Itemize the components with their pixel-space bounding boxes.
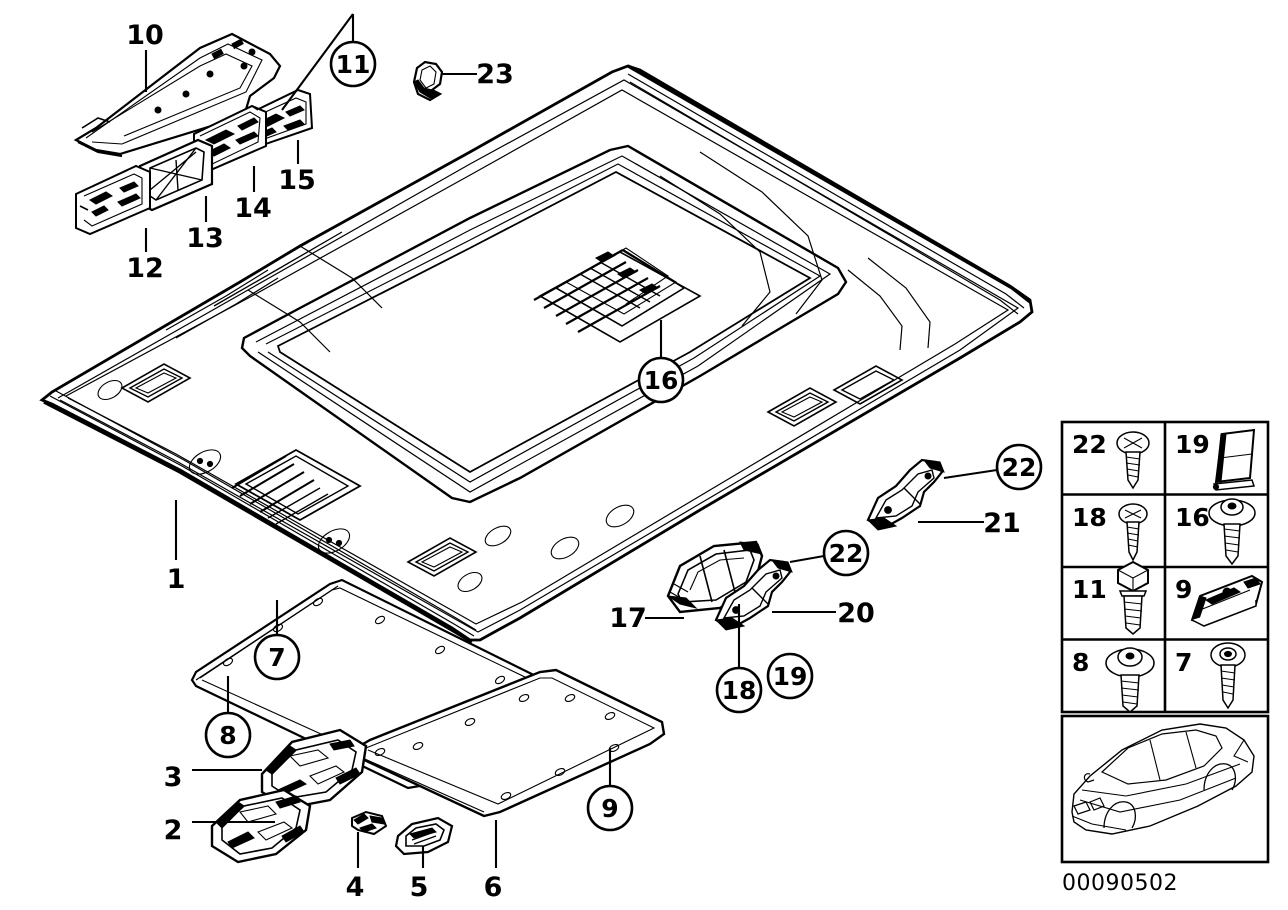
callout-circle-9 [586,784,634,832]
legend-number-18: 18 [1072,503,1107,532]
part-21-bracket-right [866,458,945,531]
callout-label-6: 6 [484,872,503,903]
vehicle-thumbnail-panel: 00090502 [1060,714,1270,896]
torx-screw-icon [1210,642,1246,710]
callout-circle-16 [637,356,685,404]
part-headliner-main [39,64,1034,644]
callout-label-15: 15 [278,165,316,196]
grab-handle-recess-front-left [97,363,192,403]
legend-panel: 22 19 18 [1060,420,1270,714]
legend-number-19: 19 [1175,430,1210,459]
part-2-console-cover [210,788,312,864]
pan-head-screw-icon-18 [1118,503,1148,562]
callout-label-12: 12 [126,253,164,284]
callout-label-1: 1 [167,564,186,595]
part-6-insulation-panel [354,668,666,818]
diagram-id-label: 00090502 [1062,871,1178,896]
callout-label-22a: 22 [1002,453,1037,482]
callout-circles [204,40,1043,832]
callout-circle-8 [204,711,252,759]
part-10-roof-reinforcement [73,32,282,158]
grab-handle-recess-rear-left [406,537,483,593]
callout-label-10: 10 [126,20,164,51]
hex-bolt-icon [1117,560,1149,635]
callout-labels: 1 2 3 4 5 6 7 8 9 10 11 12 13 14 15 16 1… [126,20,1036,903]
retaining-clip-icon [1190,574,1264,627]
visor-mount-details [188,449,635,560]
callout-label-23: 23 [476,59,514,90]
callout-label-19: 19 [773,662,808,691]
callout-label-3: 3 [164,762,183,793]
leader-lines [144,13,998,868]
part-23-small-clip [412,60,444,102]
callout-label-16: 16 [644,366,679,395]
car-sedan-icon [1071,723,1255,835]
legend-number-7: 7 [1175,648,1192,677]
legend-number-11: 11 [1072,575,1107,604]
callout-label-2: 2 [164,815,183,846]
callout-circle-18 [715,666,763,714]
callout-circle-11 [329,40,377,88]
flange-head-screw-icon-16 [1208,498,1256,566]
part-20-bracket-left [714,558,793,631]
legend-number-16: 16 [1175,503,1210,532]
callout-circle-19 [766,652,814,700]
callout-label-5: 5 [410,872,429,903]
sunroof-mechanism [533,247,702,343]
pan-head-screw-icon [1116,431,1150,490]
callout-label-17: 17 [609,603,647,634]
vehicle-thumbnail-border [1060,714,1270,864]
callout-label-9: 9 [601,794,618,823]
flange-head-screw-icon-8 [1105,647,1155,713]
callout-circle-22b [822,529,870,577]
callout-circle-7 [253,633,301,681]
callout-label-11: 11 [336,50,371,79]
callout-label-21: 21 [983,508,1021,539]
callout-label-7: 7 [268,643,285,672]
callout-label-18: 18 [722,676,757,705]
callout-label-22b: 22 [829,539,864,568]
callout-label-20: 20 [837,598,875,629]
grab-handle-recess-rear-right [832,365,904,405]
legend-number-22: 22 [1072,430,1107,459]
overhead-console-area [231,448,362,525]
grab-handle-recess-front-right [766,387,838,427]
part-12-cover-panel [75,164,151,236]
callout-label-13: 13 [186,223,224,254]
bracket-plate-icon [1212,428,1256,491]
callout-circle-22a [995,443,1043,491]
legend-number-9: 9 [1175,575,1192,604]
callout-label-14: 14 [234,193,272,224]
legend-number-8: 8 [1072,648,1089,677]
callout-label-8: 8 [219,721,236,750]
callout-label-4: 4 [346,872,365,903]
part-4-small-clip [351,810,388,836]
part-5-lamp-unit [394,816,454,856]
